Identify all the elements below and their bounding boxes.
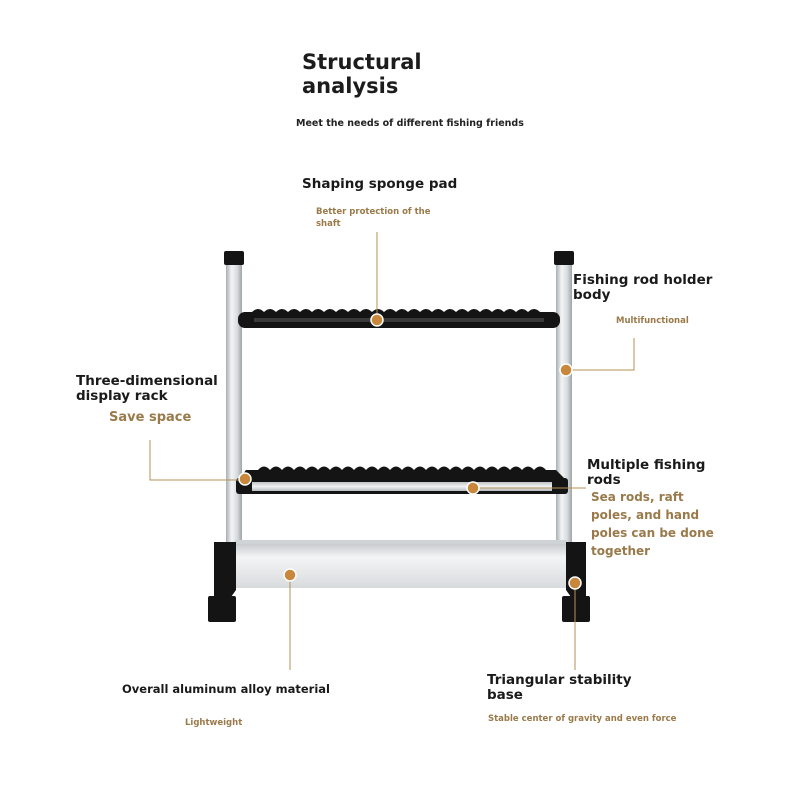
holder-callout-desc: Multifunctional xyxy=(616,316,689,326)
holder-callout-title: Fishing rod holder body xyxy=(573,272,713,303)
marker-base-dot xyxy=(568,576,582,590)
marker-display-dot xyxy=(238,472,252,486)
base-frame xyxy=(208,540,590,622)
aluminum-callout-title: Overall aluminum alloy material xyxy=(122,682,330,696)
multiple-callout-desc: Sea rods, raft poles, and hand poles can… xyxy=(591,490,714,558)
marker-aluminum-dot xyxy=(283,568,297,582)
page-title: Structural analysis xyxy=(302,50,422,98)
marker-multiple-dot xyxy=(466,481,480,495)
upper-sponge-bar xyxy=(238,309,560,328)
sponge-callout-title: Shaping sponge pad xyxy=(302,176,458,192)
right-post xyxy=(554,251,574,542)
lower-holder-frame xyxy=(236,466,568,494)
leader-lines xyxy=(149,232,635,670)
page-subtitle: Meet the needs of different fishing frie… xyxy=(296,118,524,129)
display-callout-desc: Save space xyxy=(109,410,192,425)
base-callout-desc: Stable center of gravity and even force xyxy=(488,714,677,724)
display-callout-title: Three-dimensional display rack xyxy=(76,373,218,404)
aluminum-callout-desc: Lightweight xyxy=(185,718,243,728)
multiple-callout-title: Multiple fishing rods xyxy=(587,457,706,488)
marker-holder-dot xyxy=(559,363,573,377)
base-callout-title: Triangular stability base xyxy=(487,672,632,703)
marker-sponge-dot xyxy=(370,313,384,327)
sponge-callout-desc: Better protection of the shaft xyxy=(316,207,431,229)
left-post xyxy=(224,251,244,542)
